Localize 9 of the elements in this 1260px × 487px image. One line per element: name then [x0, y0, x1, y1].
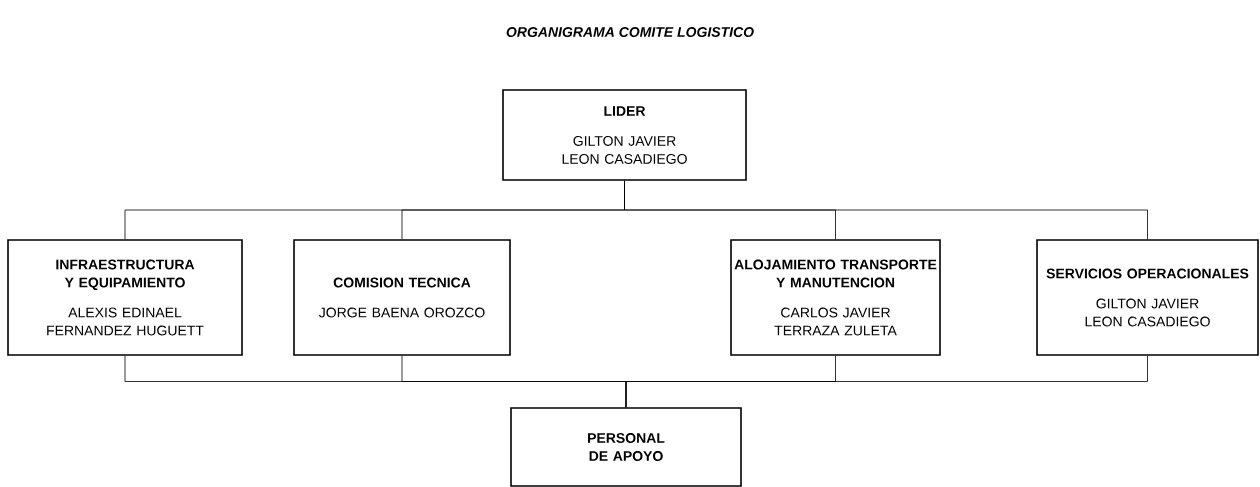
org-box: SERVICIOS OPERACIONALES GILTON JAVIER LEON CASADIEGO — [1036, 239, 1259, 356]
title: ORGANIGRAMA COMITE LOGISTICO — [506, 27, 754, 37]
org-box: INFRAESTRUCTURA Y EQUIPAMIENTO ALEXIS EDINAEL FERNANDEZ HUGUETT — [7, 239, 243, 356]
connector-line — [625, 355, 1148, 408]
org-box: COMISION TECNICA JORGE BAENA OROZCO — [293, 239, 511, 356]
org-box: PERSONAL DE APOYO — [510, 407, 742, 487]
org-box: ALOJAMIENTO TRANSPORTE Y MANUTENCION CARLOS JAVIER TERRAZA ZULETA — [730, 239, 941, 356]
connector-line — [624, 180, 1148, 240]
org-box: LIDER GILTON JAVIER LEON CASADIEGO — [502, 89, 747, 181]
